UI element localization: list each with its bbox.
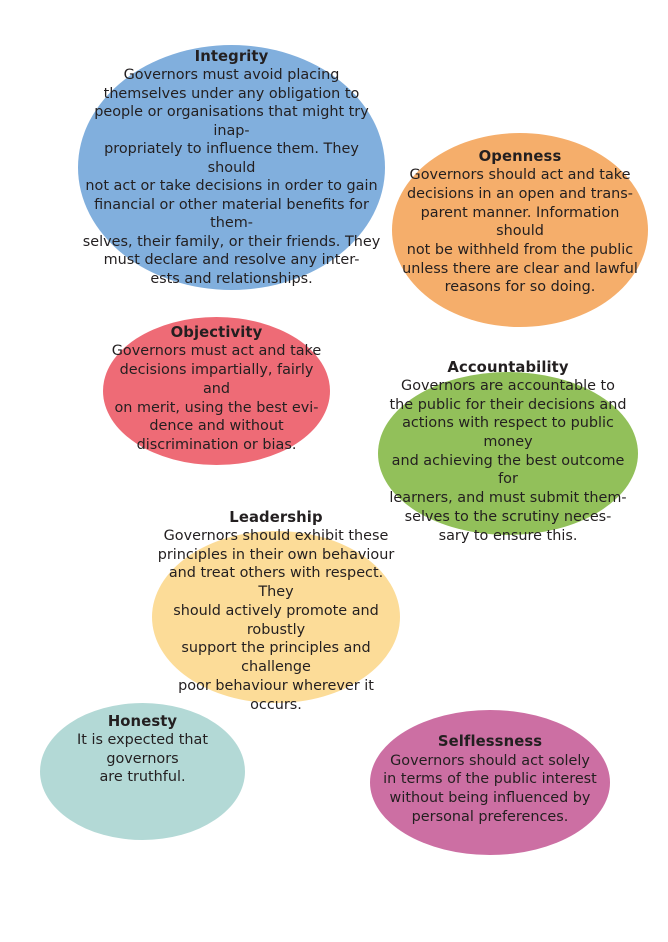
- principle-body-accountability: Governors are accountable to the public …: [389, 377, 627, 544]
- principle-title-accountability: Accountability: [447, 358, 569, 376]
- principle-text-block: Integrity Governors must avoid placing t…: [78, 47, 385, 288]
- principle-text-block: Openness Governors should act and take d…: [392, 147, 648, 297]
- principle-title-selflessness: Selflessness: [437, 733, 543, 751]
- principle-bubble-accountability: Accountability Governors are accountable…: [378, 359, 638, 544]
- principle-bubble-integrity: Integrity Governors must avoid placing t…: [78, 45, 385, 290]
- principle-text-block: Objectivity Governors must act and take …: [103, 323, 330, 455]
- principle-title-openness: Openness: [478, 147, 562, 165]
- principle-bubble-leadership: Leadership Governors should exhibit thes…: [152, 509, 400, 713]
- principle-body-leadership: Governors should exhibit these principle…: [157, 528, 395, 713]
- principle-text-block: Leadership Governors should exhibit thes…: [152, 508, 400, 714]
- principle-body-openness: Governors should act and take decisions …: [402, 167, 638, 296]
- principle-text-block: Honesty It is expected that governors ar…: [40, 712, 245, 787]
- principle-title-objectivity: Objectivity: [170, 324, 263, 342]
- principle-bubble-selflessness: Selflessness Governors should act solely…: [370, 710, 610, 855]
- principle-body-objectivity: Governors must act and take decisions im…: [111, 343, 322, 454]
- principle-text-block: Selflessness Governors should act solely…: [370, 732, 610, 826]
- principle-bubble-openness: Openness Governors should act and take d…: [392, 133, 648, 327]
- principle-title-integrity: Integrity: [194, 48, 269, 65]
- principle-bubble-objectivity: Objectivity Governors must act and take …: [103, 317, 330, 465]
- principle-title-honesty: Honesty: [107, 712, 178, 730]
- principle-body-honesty: It is expected that governors are truthf…: [77, 732, 208, 786]
- principle-body-selflessness: Governors should act solely in terms of …: [383, 752, 597, 825]
- principle-bubble-honesty: Honesty It is expected that governors ar…: [40, 703, 245, 840]
- principle-body-integrity: Governors must avoid placing themselves …: [82, 67, 381, 287]
- principle-text-block: Accountability Governors are accountable…: [378, 358, 638, 546]
- principle-title-leadership: Leadership: [229, 508, 323, 526]
